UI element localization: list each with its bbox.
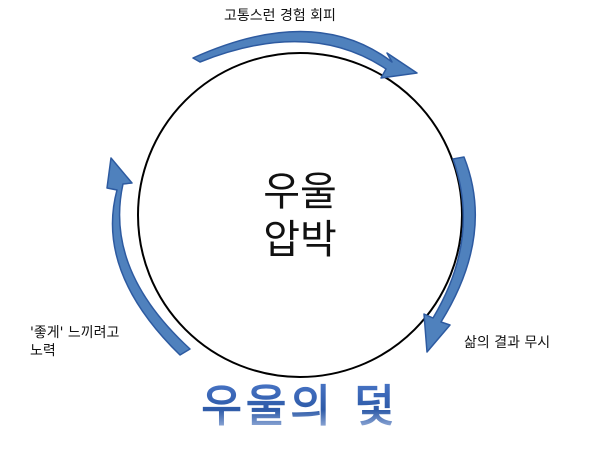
arrow-top (192, 30, 418, 79)
arrow-right (423, 156, 477, 353)
diagram-title: 우울의 덫 (150, 380, 450, 434)
cycle-label-ignoring-consequences: 삶의 결과 무시 (464, 335, 551, 351)
center-label-depression: 우울 (263, 169, 337, 215)
arrow-left (106, 157, 191, 356)
center-circle (137, 52, 463, 378)
cycle-label-line: 노력 (30, 343, 56, 359)
cycle-label-avoidance: 고통스런 경험 회피 (224, 8, 336, 24)
cycle-label-trying-to-feel-good: '좋게' 느끼려고 노력 (30, 324, 119, 360)
center-label-pressure: 압박 (263, 217, 337, 263)
cycle-label-line: '좋게' 느끼려고 (30, 325, 120, 341)
